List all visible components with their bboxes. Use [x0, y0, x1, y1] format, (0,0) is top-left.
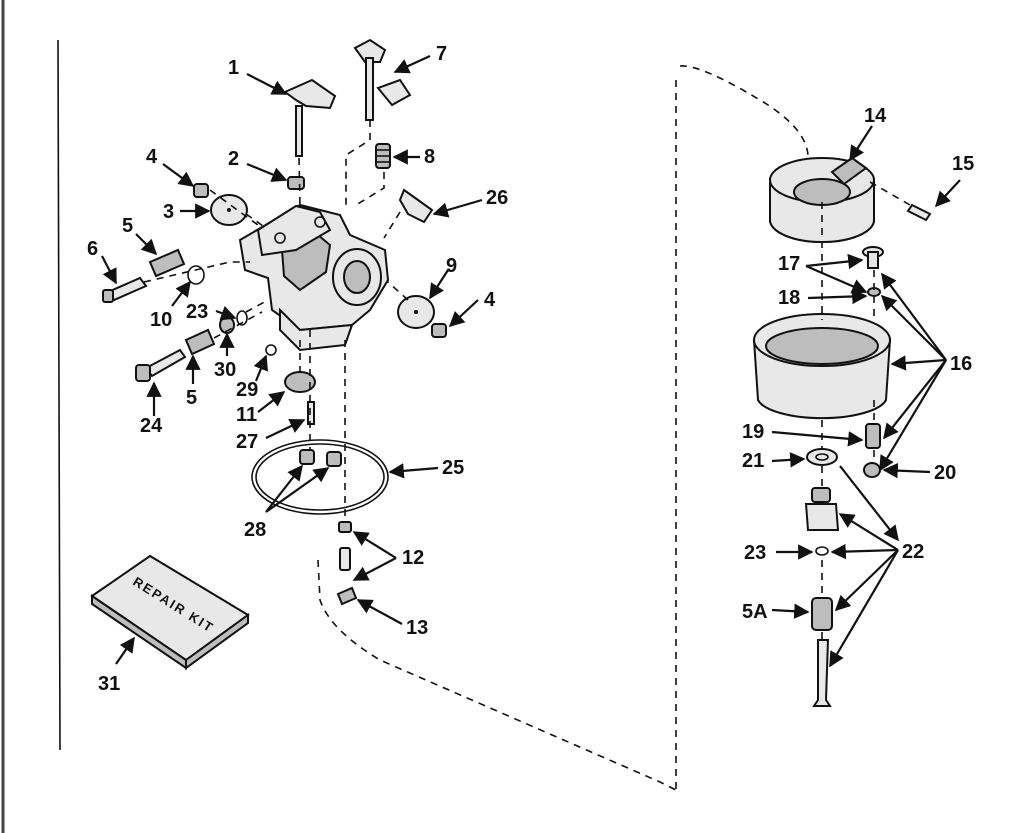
callout-14: 14: [864, 105, 887, 127]
assembly-dash-lines-left: [143, 120, 409, 520]
callout-numbers: 1 2 3 4 4 5 5 6 7 8 9 10 11 12 13 14 15 …: [87, 43, 974, 695]
callout-20: 20: [934, 462, 956, 484]
part-19-spring: [865, 423, 881, 449]
callout-5a: 5A: [742, 601, 768, 623]
part-5-spring-lower: [184, 328, 216, 356]
part-14-float: [769, 156, 875, 243]
part-20-clip: [863, 462, 881, 478]
part-13-pin: [336, 586, 358, 606]
callout-22: 22: [902, 541, 924, 563]
part-29-needle-seat: [265, 344, 277, 356]
callout-4-right: 4: [484, 289, 496, 311]
part-26-fuel-fitting: [398, 188, 434, 224]
callout-9: 9: [446, 255, 457, 277]
assembly-dash-lines-right: [821, 181, 911, 640]
part-4-screw-left: [193, 183, 209, 198]
part-2-seal: [287, 176, 305, 190]
callout-13: 13: [406, 617, 428, 639]
callout-21: 21: [742, 450, 764, 472]
callout-5-lower: 5: [186, 387, 197, 409]
callout-19: 19: [742, 421, 764, 443]
callout-17: 17: [778, 253, 800, 275]
callout-5-upper: 5: [122, 215, 133, 237]
carburetor-body: [238, 203, 390, 352]
part-6-idle-needle: [102, 276, 148, 303]
part-10-o-ring: [187, 265, 205, 285]
part-5-spring-upper: [148, 248, 186, 278]
part-7-choke-shaft: [353, 38, 412, 121]
part-12-hardware: [338, 521, 352, 571]
part-1-throttle-shaft: [283, 78, 337, 157]
callout-31: 31: [98, 673, 120, 695]
callout-11: 11: [236, 404, 257, 426]
callout-2: 2: [228, 148, 239, 170]
part-23-o-ring-left: [236, 310, 248, 326]
callout-6: 6: [87, 238, 98, 260]
scan-edge-marks: [1, 0, 61, 833]
part-28-bushings: [299, 449, 342, 467]
callout-15: 15: [952, 153, 974, 175]
callout-29: 29: [236, 379, 258, 401]
callout-12: 12: [402, 547, 424, 569]
callout-28: 28: [244, 519, 266, 541]
callout-7: 7: [436, 43, 447, 65]
part-17-screw: [862, 246, 884, 269]
callout-16: 16: [950, 353, 972, 375]
part-25-bowl-gasket: [251, 439, 389, 515]
callout-24: 24: [140, 415, 163, 437]
callout-18: 18: [778, 287, 800, 309]
part-24-main-needle: [135, 348, 187, 382]
part-9-throttle-plate: [397, 295, 435, 329]
callout-8: 8: [424, 146, 435, 168]
callout-23-right: 23: [744, 542, 766, 564]
callout-23-left: 23: [186, 301, 208, 323]
float-bowl-group-boundary: [317, 65, 809, 791]
part-4-screw-right: [431, 323, 447, 338]
callout-3: 3: [163, 201, 174, 223]
callout-1: 1: [228, 57, 239, 79]
part-15-float-pin: [906, 203, 932, 222]
callout-30: 30: [214, 359, 236, 381]
part-27-pin: [307, 401, 315, 425]
part-16-float-bowl: [752, 313, 892, 420]
callout-leaders: [101, 54, 961, 668]
part-8-spring: [375, 143, 391, 169]
callout-25: 25: [442, 457, 464, 479]
callout-10: 10: [150, 309, 172, 331]
part-22-main-jet-assembly: [804, 487, 840, 707]
part-21-washer: [806, 448, 838, 466]
part-31-repair-kit: REPAIR KIT: [90, 554, 250, 670]
part-3-choke-plate: [210, 194, 248, 226]
callout-4-left: 4: [146, 146, 158, 168]
callout-27: 27: [236, 431, 258, 453]
callout-26: 26: [486, 187, 508, 209]
